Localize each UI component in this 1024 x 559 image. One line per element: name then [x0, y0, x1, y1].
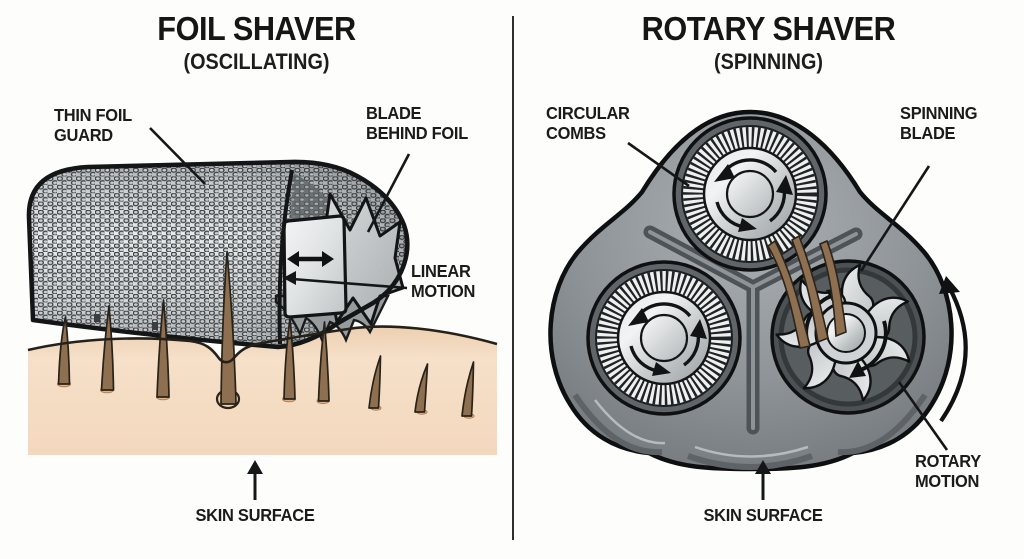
- spinning-blade-head: [770, 259, 926, 415]
- skin-surface-arrow-icon-right: [755, 460, 771, 500]
- label-skin-surface-left: SKIN SURFACE: [195, 505, 315, 525]
- rotary-shaver-illustration: [548, 0, 968, 500]
- label-rotary-motion: ROTARY MOTION: [915, 451, 981, 491]
- leader-lines-right: [627, 141, 949, 451]
- label-linear-motion: LINEAR MOTION: [411, 261, 476, 301]
- foil-title-block: FOIL SHAVER (OSCILLATING): [0, 10, 513, 74]
- label-thin-foil-guard: THIN FOIL GUARD: [54, 105, 132, 145]
- comb-head-left: [588, 262, 740, 414]
- rotary-shaver-panel: ROTARY SHAVER (SPINNING) CIRCULAR COMBS …: [513, 0, 1024, 559]
- linear-motion-arrow-icon: [283, 271, 296, 285]
- foil-opening-rim: [277, 169, 294, 345]
- skin-surface-arrow-icon-left: [247, 460, 263, 500]
- oscillation-arrow-icon: [287, 251, 334, 267]
- foil-title: FOIL SHAVER: [157, 10, 356, 47]
- rotary-title-block: ROTARY SHAVER (SPINNING): [513, 10, 1024, 74]
- blade-block: [282, 192, 405, 326]
- label-circular-combs: CIRCULAR COMBS: [546, 103, 630, 143]
- rotary-subtitle: (SPINNING): [714, 48, 823, 74]
- leader-lines-left: [149, 127, 411, 290]
- label-blade-behind-foil: BLADE BEHIND FOIL: [366, 103, 469, 143]
- rotary-motion-arrow-icon: [939, 276, 968, 423]
- hairs: [57, 251, 475, 417]
- rotary-hairs: [766, 234, 847, 349]
- foil-guard: [26, 159, 410, 350]
- foil-shaver-panel: FOIL SHAVER (OSCILLATING) THIN FOIL GUAR…: [0, 10, 513, 525]
- foil-subtitle: (OSCILLATING): [183, 48, 330, 74]
- label-skin-surface-right: SKIN SURFACE: [703, 505, 823, 525]
- large-hair: [220, 251, 237, 405]
- rotary-title: ROTARY SHAVER: [641, 10, 896, 47]
- panel-divider: [512, 16, 514, 540]
- skin-surface-line: [27, 325, 498, 364]
- foil-shaver-illustration: [26, 127, 498, 500]
- label-spinning-blade: SPINNING BLADE: [900, 103, 978, 143]
